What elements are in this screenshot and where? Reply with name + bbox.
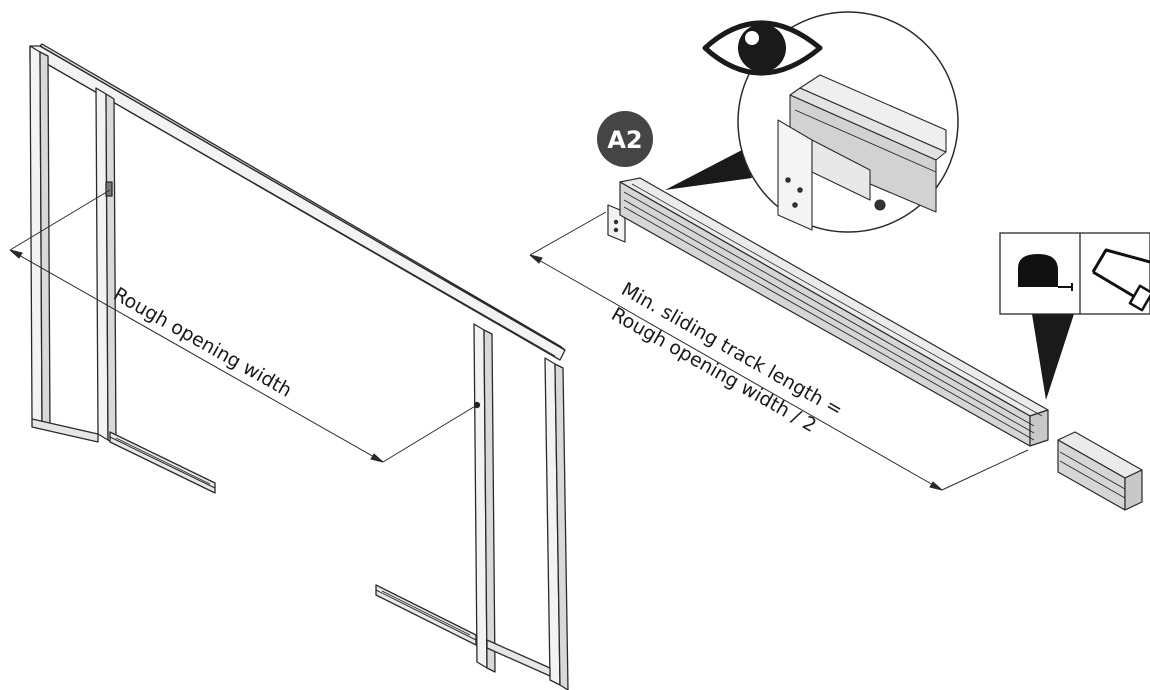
detail-pointer (665, 150, 752, 190)
step-badge: A2 (597, 111, 653, 167)
rough-opening-dimension (9, 189, 478, 463)
left-hardware-clip (105, 181, 113, 197)
tool-box (999, 232, 1150, 400)
tool-pointer (1032, 314, 1074, 400)
track-length-dimension (529, 211, 1029, 491)
step-badge-label: A2 (607, 126, 642, 154)
hacksaw-icon (1091, 248, 1150, 312)
detail-track-close-up (777, 74, 947, 231)
sliding-track (607, 177, 1049, 447)
rough-opening-label: Rough opening width (110, 283, 296, 402)
tape-measure-icon (1018, 254, 1073, 291)
cut-off-piece (1057, 431, 1143, 511)
eye-icon (702, 20, 823, 76)
wall-frame (29, 43, 569, 690)
detail-bolt (874, 199, 886, 211)
